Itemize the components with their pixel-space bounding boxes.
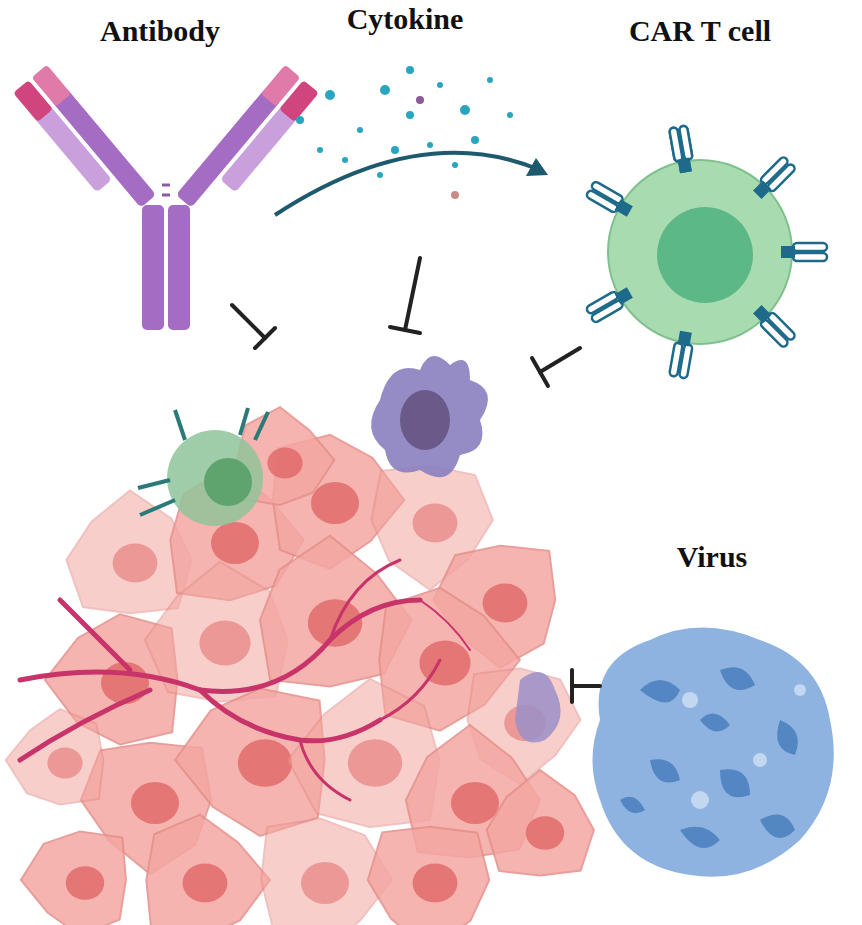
car-t-cell-figure — [608, 160, 792, 344]
tumor-figure — [6, 407, 594, 925]
cell-nucleus — [238, 739, 292, 787]
receptor-base — [678, 331, 692, 347]
cell-nucleus — [526, 816, 564, 850]
receptor-base — [753, 181, 771, 199]
inhibition-lines — [232, 258, 600, 702]
receptor-chain — [586, 291, 619, 315]
hinge — [162, 194, 170, 197]
figure-label: Virus — [677, 540, 748, 573]
car-receptor — [751, 303, 796, 348]
immune-cells — [138, 356, 561, 742]
car-receptor — [669, 125, 695, 173]
receptor-chain — [793, 253, 827, 261]
antibody-figure — [13, 65, 319, 330]
receptor-base — [615, 199, 633, 216]
cell-nucleus — [451, 782, 499, 824]
receptor-base — [615, 287, 633, 304]
receptor-chain — [669, 342, 683, 377]
cytokine-figure — [275, 66, 548, 215]
receptor-chain — [591, 181, 624, 205]
car-receptors — [586, 125, 827, 378]
blood-vessels — [20, 560, 470, 800]
cell-nucleus — [199, 621, 250, 666]
cell-nucleus — [66, 866, 104, 900]
cell-nucleus — [413, 863, 458, 902]
cell-nucleus — [47, 748, 82, 779]
receptor-chain — [759, 318, 789, 348]
cell-nucleus — [348, 739, 402, 787]
antibody-arm — [13, 65, 156, 224]
figure-label: Cytokine — [347, 2, 464, 35]
receptor-base — [753, 305, 771, 323]
car-receptor — [751, 156, 796, 201]
cell-nucleus — [113, 543, 158, 582]
tumor-cell — [146, 815, 270, 925]
receptor-chain — [766, 163, 796, 193]
antibody-stem — [142, 205, 164, 330]
cell-nucleus — [211, 522, 259, 564]
receptor-base — [678, 157, 692, 173]
cell-nucleus — [483, 583, 528, 622]
receptor-base — [678, 157, 692, 173]
cell-nucleus — [311, 482, 359, 524]
antibody-stem — [168, 205, 190, 330]
virus-figure — [593, 628, 834, 877]
figure-label: Antibody — [100, 14, 220, 47]
cell-nucleus — [301, 862, 349, 904]
hinge — [162, 184, 170, 187]
cell-nucleus — [131, 782, 179, 824]
car-receptor — [669, 125, 695, 173]
car-receptor — [669, 330, 695, 378]
receptor-chain — [679, 125, 693, 160]
receptor-chain — [793, 243, 827, 251]
tumor-cell — [368, 827, 489, 925]
tumor-cell — [487, 770, 594, 876]
car-receptor — [586, 181, 635, 220]
car-receptor — [781, 243, 827, 261]
cell-nucleus — [183, 863, 228, 902]
receptor-base — [781, 246, 795, 258]
tumor-cell — [21, 831, 126, 925]
cell-nucleus — [267, 448, 302, 479]
figure-label: CAR T cell — [629, 14, 771, 47]
car-receptor — [586, 285, 635, 324]
cell-nucleus — [413, 503, 458, 542]
